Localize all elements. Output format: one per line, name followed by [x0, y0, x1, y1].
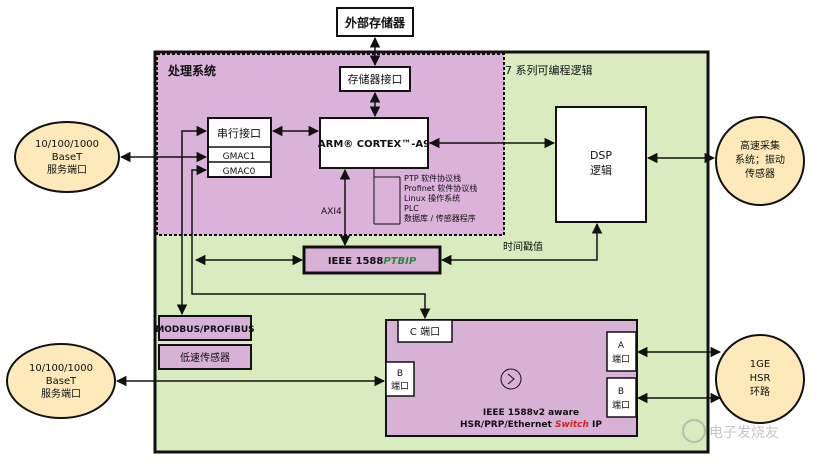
switch-port-a-label-1: A: [618, 341, 625, 351]
switch-word: Switch: [555, 420, 589, 430]
switch-port-c: [397, 319, 453, 343]
dsp-box: [555, 106, 647, 223]
software-item-1: Profinet 软件协议栈: [404, 183, 477, 193]
ext-port-bottom: [6, 343, 116, 419]
dsp-label-2: 逻辑: [590, 163, 612, 177]
memory-interface-box: [339, 66, 411, 92]
high-speed-acq-node: [715, 116, 805, 206]
processing-system-label: 处理系统: [167, 63, 216, 78]
ext-port-bottom-line1: 10/100/1000: [29, 363, 93, 374]
switch-port-b-right: [606, 377, 637, 418]
arrow-gmac-modbus: [176, 125, 208, 316]
ext-port-top-line1: 10/100/1000: [35, 139, 99, 150]
ptbip-label: PTBIP: [383, 256, 416, 267]
serial-interface-label: 串行接口: [217, 127, 261, 140]
watermark-label: 电子发烧友: [709, 425, 779, 441]
arm-cortex-box: [319, 117, 429, 169]
gmac0-label: GMAC0: [223, 167, 256, 177]
software-item-3: PLC: [404, 204, 419, 213]
hsr-ring-line2: HSR: [750, 373, 771, 384]
low-speed-sensor-box: [158, 344, 252, 370]
modbus-box: [158, 315, 252, 341]
memory-interface-label: 存储器接口: [348, 72, 403, 86]
gmac1-label: GMAC1: [223, 152, 256, 162]
timestamp-label: 时间戳值: [503, 240, 543, 253]
high-speed-acq-line3: 传感器: [745, 167, 775, 180]
hsr-ring-line3: 环路: [750, 385, 770, 398]
switch-title-2: HSR/PRP/Ethernet Switch IP: [460, 420, 602, 430]
hsr-ring-node: [715, 334, 805, 424]
dsp-label-1: DSP: [590, 149, 612, 162]
switch-port-c-label: C 端口: [410, 325, 440, 338]
watermark: 电子发烧友: [682, 419, 779, 443]
ext-port-bottom-line3: 服务端口: [41, 387, 81, 400]
ext-port-bottom-line2: BaseT: [46, 376, 77, 387]
switch-title-1: IEEE 1588v2 aware: [483, 408, 579, 418]
external-memory-box: [336, 7, 414, 37]
switch-port-a: [606, 331, 637, 372]
switch-port-b-right-label-2: 端口: [612, 399, 630, 411]
switch-port-b-left: [385, 361, 415, 397]
switch-port-b-right-label-1: B: [618, 387, 624, 397]
software-item-0: PTP 软件协议栈: [404, 173, 461, 183]
low-speed-sensor-label: 低速传感器: [180, 351, 230, 364]
watermark-logo-icon: [682, 419, 706, 443]
axi4-label: AXI4: [321, 207, 342, 217]
arrow-timestamp: [440, 222, 603, 266]
ext-port-top: [14, 121, 120, 193]
ieee1588-label: IEEE 1588PTBIP: [328, 256, 417, 267]
ext-port-top-line3: 服务端口: [47, 163, 87, 176]
software-item-4: 数据库 / 传感器程序: [404, 213, 476, 223]
hsr-ring-line1: 1GE: [750, 359, 770, 370]
software-item-2: Linux 操作系统: [404, 193, 460, 203]
modbus-label: MODBUS/PROFIBUS: [155, 325, 254, 335]
ext-port-top-line2: BaseT: [52, 152, 83, 163]
switch-port-b-left-label-2: 端口: [391, 380, 409, 392]
switch-core-chevron: [507, 373, 515, 385]
arm-cortex-label: ARM® CORTEX™-A9: [318, 139, 430, 150]
high-speed-acq-line2: 系统；振动: [735, 153, 785, 166]
programmable-logic-label: 7 系列可编程逻辑: [505, 63, 593, 77]
switch-port-a-label-2: 端口: [612, 353, 630, 365]
external-memory-label: 外部存储器: [345, 15, 406, 30]
switch-core-icon: [500, 368, 522, 390]
high-speed-acq-line1: 高速采集: [740, 139, 780, 152]
arrow-gmac0-switch-c: [191, 164, 431, 320]
switch-port-b-left-label-1: B: [397, 369, 403, 379]
connections: [115, 36, 722, 404]
